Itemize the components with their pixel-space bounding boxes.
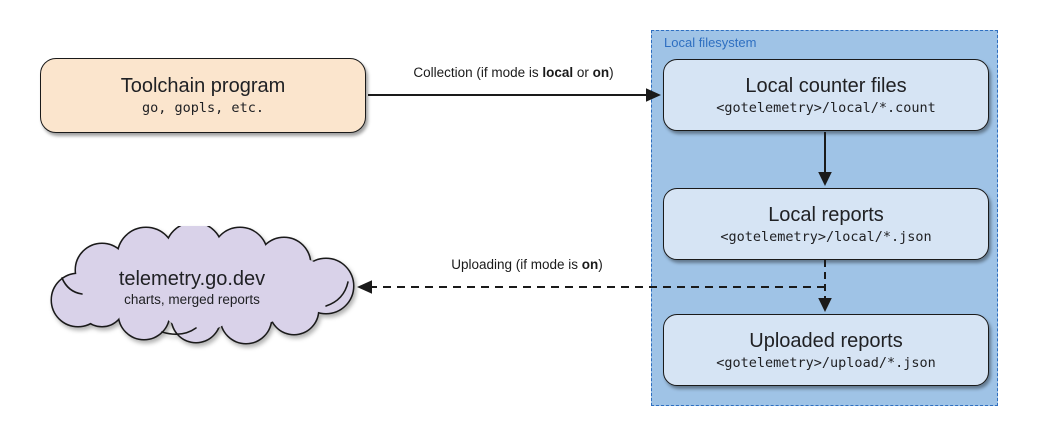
node-title: Local counter files [745,74,907,97]
collection-edge-label: Collection (if mode is local or on) [367,64,660,81]
cloud-fill [52,226,353,343]
node-title: Toolchain program [120,75,286,97]
uploaded-reports-node: Uploaded reports <gotelemetry>/upload/*.… [663,314,989,386]
node-subtitle: go, gopls, etc. [142,100,264,116]
label-bold-local: local [542,65,574,80]
label-bold-on: on [581,257,599,272]
uploading-edge-label: Uploading (if mode is on) [397,256,657,273]
local-reports-node: Local reports <gotelemetry>/local/*.json [663,188,989,260]
label-bold-on: on [592,65,610,80]
node-path: <gotelemetry>/local/*.count [716,99,936,116]
node-path: <gotelemetry>/upload/*.json [716,354,936,371]
local-counter-files-node: Local counter files <gotelemetry>/local/… [663,59,989,131]
node-title: Uploaded reports [749,329,903,352]
collection-arrow [368,88,661,102]
node-title: Local reports [768,203,884,226]
cloud-curl-details [61,277,349,336]
label-text: or [573,65,593,80]
label-text: Collection (if mode is [413,65,543,80]
local-filesystem-label: Local filesystem [664,35,757,50]
telemetry-cloud-node: telemetry.go.dev charts, merged reports [62,268,322,308]
label-text: ) [598,257,603,272]
toolchain-program-node: Toolchain program go, gopls, etc. [40,58,366,133]
cloud-subtitle: charts, merged reports [124,292,260,307]
label-text: ) [609,65,614,80]
cloud-title: telemetry.go.dev [118,268,266,290]
local-filesystem-group: Local filesystem Local counter files <go… [651,30,998,406]
label-text: Uploading (if mode is [451,257,582,272]
node-path: <gotelemetry>/local/*.json [720,228,932,245]
telemetry-cloud-shape [50,226,355,345]
